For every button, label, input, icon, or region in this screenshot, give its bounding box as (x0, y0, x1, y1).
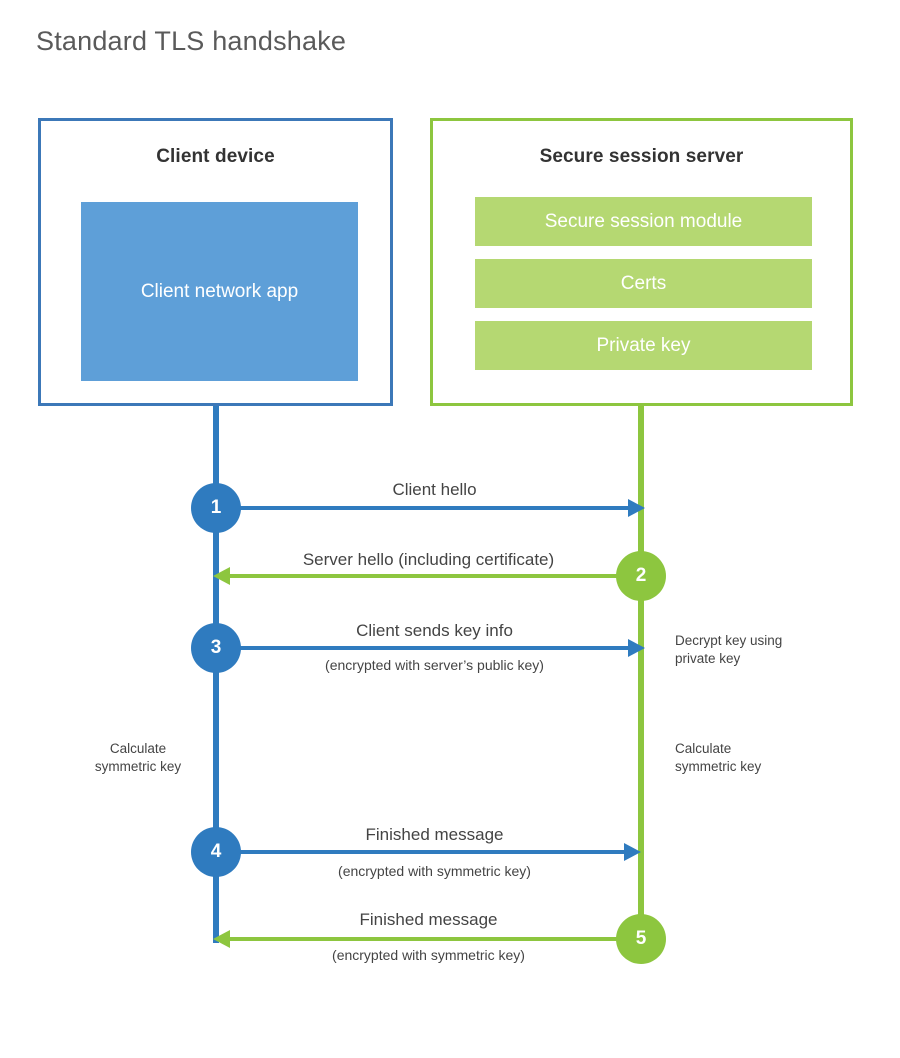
message-label-step-1: Client hello (392, 480, 477, 499)
page-title: Standard TLS handshake (36, 26, 347, 56)
message-sublabel-step-5: (encrypted with symmetric key) (332, 947, 525, 963)
step-number-2: 2 (635, 565, 647, 586)
step-circle-5[interactable] (616, 914, 666, 964)
message-label-step-3: Client sends key info (356, 621, 513, 640)
secure-session-server-box: Secure session server Secure session mod… (430, 118, 853, 406)
note-decrypt-key: Decrypt key using private key (675, 633, 783, 667)
step-number-3: 3 (210, 637, 222, 658)
step-circle-2[interactable] (616, 551, 666, 601)
arrow-step-1 (216, 499, 645, 517)
message-sublabel-step-4: (encrypted with symmetric key) (338, 863, 531, 879)
message-label-step-4: Finished message (365, 825, 504, 844)
step-circle-3[interactable] (191, 623, 241, 673)
arrow-step-3 (216, 639, 645, 657)
client-device-title: Client device (156, 146, 275, 167)
client-network-app: Client network app (81, 202, 358, 381)
server-title: Secure session server (539, 146, 744, 167)
note-server-calculate-symmetric-key: Calculate symmetric key (675, 741, 762, 775)
client-device-box: Client device Client network app (38, 118, 393, 406)
note-client-calculate-symmetric-key: Calculate symmetric key (94, 741, 182, 775)
server-module-certs: Certs (475, 259, 812, 308)
step-number-1: 1 (210, 497, 222, 518)
server-modules-list: Secure session module Certs Private key (475, 197, 812, 383)
arrow-step-4 (216, 843, 641, 861)
server-module-secure-session-module: Secure session module (475, 197, 812, 246)
step-circle-4[interactable] (191, 827, 241, 877)
arrow-step-5 (213, 930, 641, 948)
message-label-step-5: Finished message (359, 910, 498, 929)
step-number-5: 5 (635, 928, 647, 949)
step-number-4: 4 (210, 841, 222, 862)
arrow-step-2 (213, 567, 641, 585)
message-sublabel-step-3: (encrypted with server’s public key) (325, 657, 544, 673)
step-circle-1[interactable] (191, 483, 241, 533)
message-label-step-2: Server hello (including certificate) (302, 550, 555, 569)
server-module-private-key: Private key (475, 321, 812, 370)
